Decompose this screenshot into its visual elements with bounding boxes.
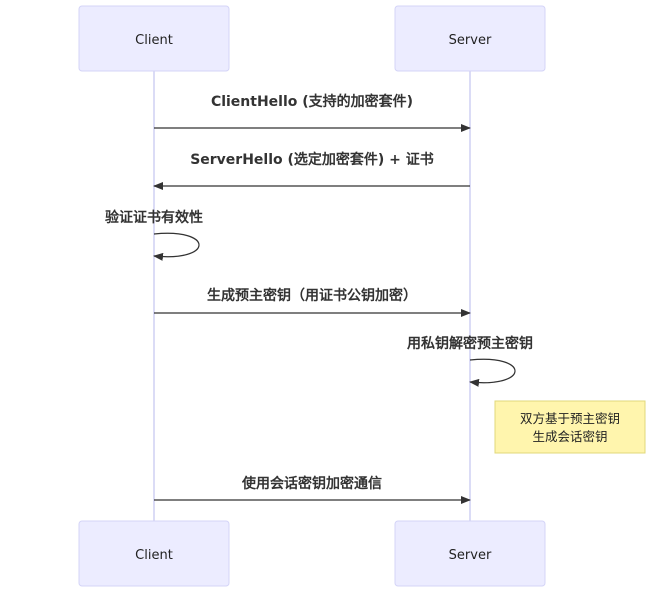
message-decrypt-premaster-label: 用私钥解密预主密钥 <box>407 335 533 352</box>
message-premaster-label: 生成预主密钥（用证书公钥加密） <box>207 287 417 304</box>
message-server-hello-label: ServerHello (选定加密套件) + 证书 <box>190 151 434 168</box>
message-verify-cert-label: 验证证书有效性 <box>105 209 203 226</box>
note-line-1: 双方基于预主密钥 <box>520 411 620 426</box>
client-actor-bottom: Client <box>78 520 230 587</box>
client-actor-top: Client <box>78 5 230 72</box>
server-actor-top-label: Server <box>449 33 492 48</box>
message-verify-cert-arrow <box>153 232 200 261</box>
message-client-hello-label: ClientHello (支持的加密套件) <box>211 93 413 110</box>
message-encrypted-comm-label: 使用会话密钥加密通信 <box>241 475 382 492</box>
client-actor-top-label: Client <box>135 33 173 48</box>
message-decrypt-premaster-arrow <box>469 358 516 387</box>
client-actor-bottom-label: Client <box>135 548 173 563</box>
server-actor-top: Server <box>394 5 546 72</box>
note-session-key: 双方基于预主密钥 生成会话密钥 <box>494 400 646 454</box>
note-line-2: 生成会话密钥 <box>532 429 607 444</box>
server-actor-bottom: Server <box>394 520 546 587</box>
server-actor-bottom-label: Server <box>449 548 492 563</box>
